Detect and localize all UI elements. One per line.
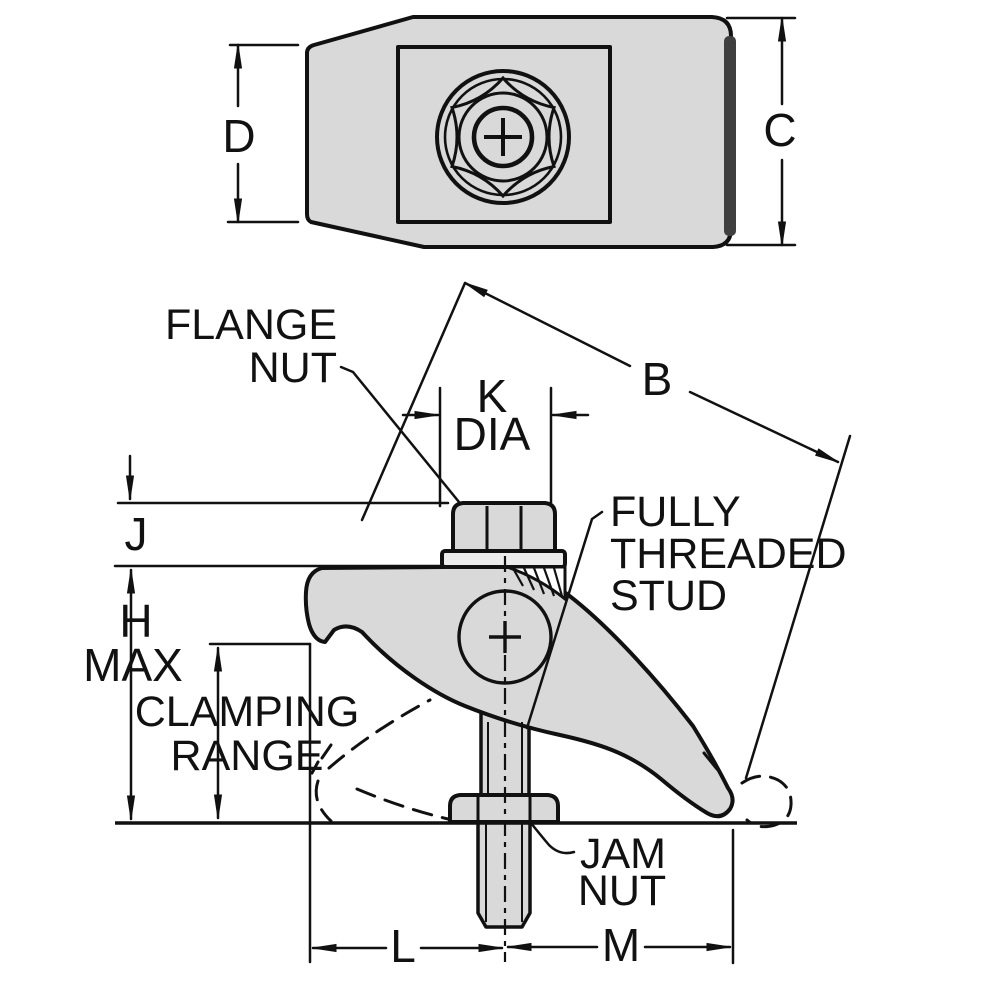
- callout-stud-line3: STUD: [610, 572, 727, 620]
- top-view-center-cross: [484, 118, 522, 156]
- callout-jam-nut-line1: JAM: [580, 830, 666, 878]
- dimension-lines: [113, 16, 852, 965]
- dim-label-b: B: [642, 353, 673, 405]
- dim-label-k: K: [477, 370, 508, 422]
- dim-label-m: M: [602, 919, 640, 971]
- dim-label-h-max: MAX: [83, 639, 183, 691]
- dim-label-j: J: [125, 508, 148, 560]
- flange-nut-hex: [451, 501, 557, 553]
- flange-nut-washer: [440, 549, 567, 569]
- top-view-shaded-edge: [724, 36, 736, 236]
- top-view-nut-circles: [435, 69, 571, 205]
- dim-label-h: H: [119, 595, 152, 647]
- callout-flange-nut-line1: FLANGE: [165, 301, 337, 349]
- callout-jam-nut-line2: NUT: [578, 867, 666, 915]
- phantom-position-lines: [310, 698, 793, 829]
- callout-stud-line1: FULLY: [610, 488, 741, 536]
- dim-label-k-dia: DIA: [454, 408, 531, 460]
- metal-parts: [303, 15, 735, 929]
- callout-stud-line2: THREADED: [610, 530, 847, 578]
- dim-label-clamping: CLAMPING: [135, 688, 360, 736]
- callout-flange-nut-line2: NUT: [249, 344, 337, 392]
- part-detail-lines: [476, 506, 532, 922]
- dim-label-d: D: [222, 110, 255, 162]
- clamp-arm: [303, 564, 735, 819]
- threaded-stud-leader: [525, 510, 604, 730]
- dim-label-c: C: [763, 104, 796, 156]
- stud-hatch-area: [506, 565, 567, 603]
- dim-label-l: L: [390, 920, 416, 972]
- jam-nut-leader: [529, 821, 576, 855]
- labels: D C B K DIA J H MAX CLAMPING RANGE L M F…: [83, 104, 846, 972]
- dim-label-range: RANGE: [171, 732, 324, 780]
- flange-nut-leader: [339, 365, 461, 504]
